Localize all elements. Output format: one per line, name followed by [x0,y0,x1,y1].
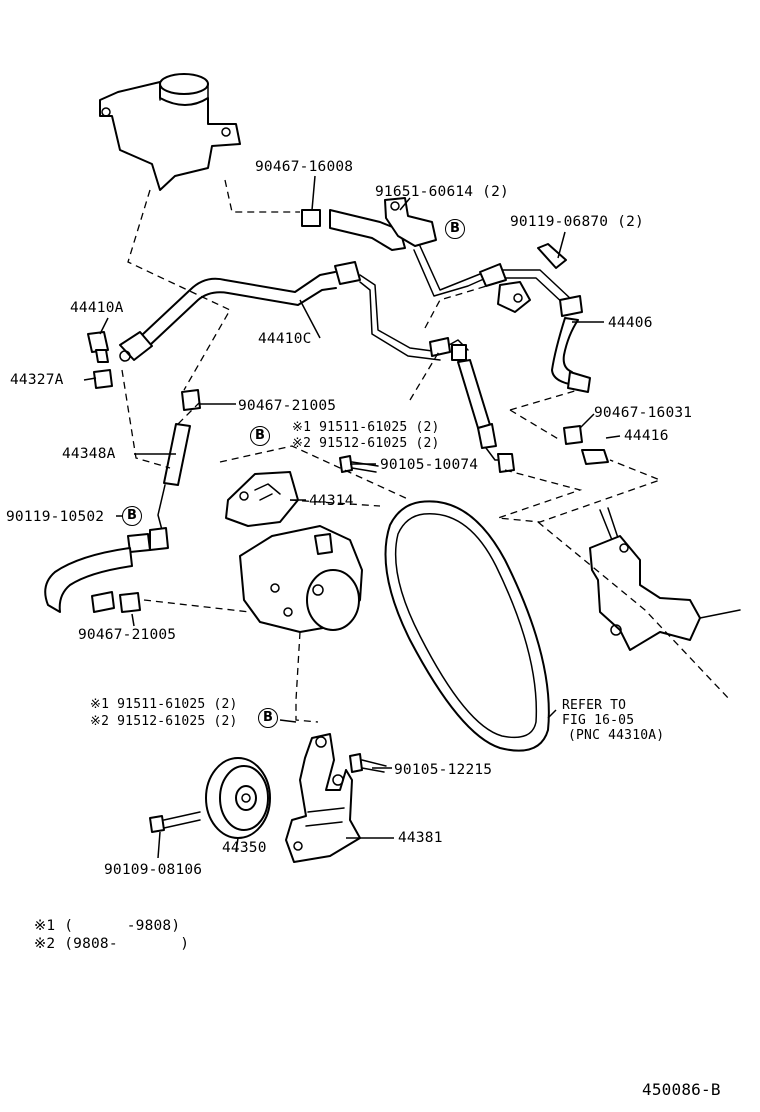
label-44406: 44406 [608,315,653,331]
label-44314: 44314 [309,493,354,509]
label-90467-21005-top: 90467-21005 [238,398,337,414]
label-90467-16031: 90467-16031 [594,405,693,421]
clamps [119,209,583,613]
suction-hose [44,423,191,613]
pump-bracket [285,733,361,863]
bracket-91651 [329,197,437,251]
label-90467-16008: 90467-16008 [255,159,354,175]
label-44327a: 44327A [10,372,64,388]
hose-44410c [119,261,441,362]
label-44348a: 44348A [62,446,116,462]
callout-b-bracket: B [258,708,278,728]
pressure-line [413,245,591,473]
label-44410c: 44410C [258,331,312,347]
label-91512-top: ※2 91512-61025 (2) [292,436,440,451]
label-44350: 44350 [222,840,267,856]
footnote-2: ※2 (9808- ) [34,936,190,952]
label-90109-08106: 90109-08106 [104,862,203,878]
callout-b-hose: B [122,506,142,526]
vane-pump [239,525,363,633]
refer-to-line2: FIG 16-05 [562,713,635,728]
callout-b-pump-cover: B [250,426,270,446]
label-91512-bottom: ※2 91512-61025 (2) [90,714,238,729]
refer-to-line1: REFER TO [562,698,627,713]
label-91651-60614: 91651-60614 (2) [375,184,509,200]
idler-pulley [205,757,271,839]
pump-cover [225,471,299,527]
label-44381: 44381 [398,830,443,846]
footnote-1: ※1 ( -9808) [34,918,181,934]
label-90467-21005-bottom: 90467-21005 [78,627,177,643]
reservoir-tank [99,73,241,191]
label-90119-06870: 90119-06870 (2) [510,214,644,230]
dashed-routing-lines [121,179,731,723]
steering-gear [589,507,741,651]
drive-belt [384,500,550,752]
label-44416: 44416 [624,428,669,444]
label-44410a: 44410A [70,300,124,316]
diagram-id: 450086-B [642,1080,721,1099]
bolts [87,243,609,833]
refer-to-line3: (PNC 44310A) [568,728,665,743]
callout-b-upper: B [445,219,465,239]
label-90119-10502: 90119-10502 [6,509,105,525]
label-90105-10074: 90105-10074 [380,457,479,473]
label-91511-bottom: ※1 91511-61025 (2) [90,697,238,712]
label-90105-12215: 90105-12215 [394,762,493,778]
label-91511-top: ※1 91511-61025 (2) [292,420,440,435]
